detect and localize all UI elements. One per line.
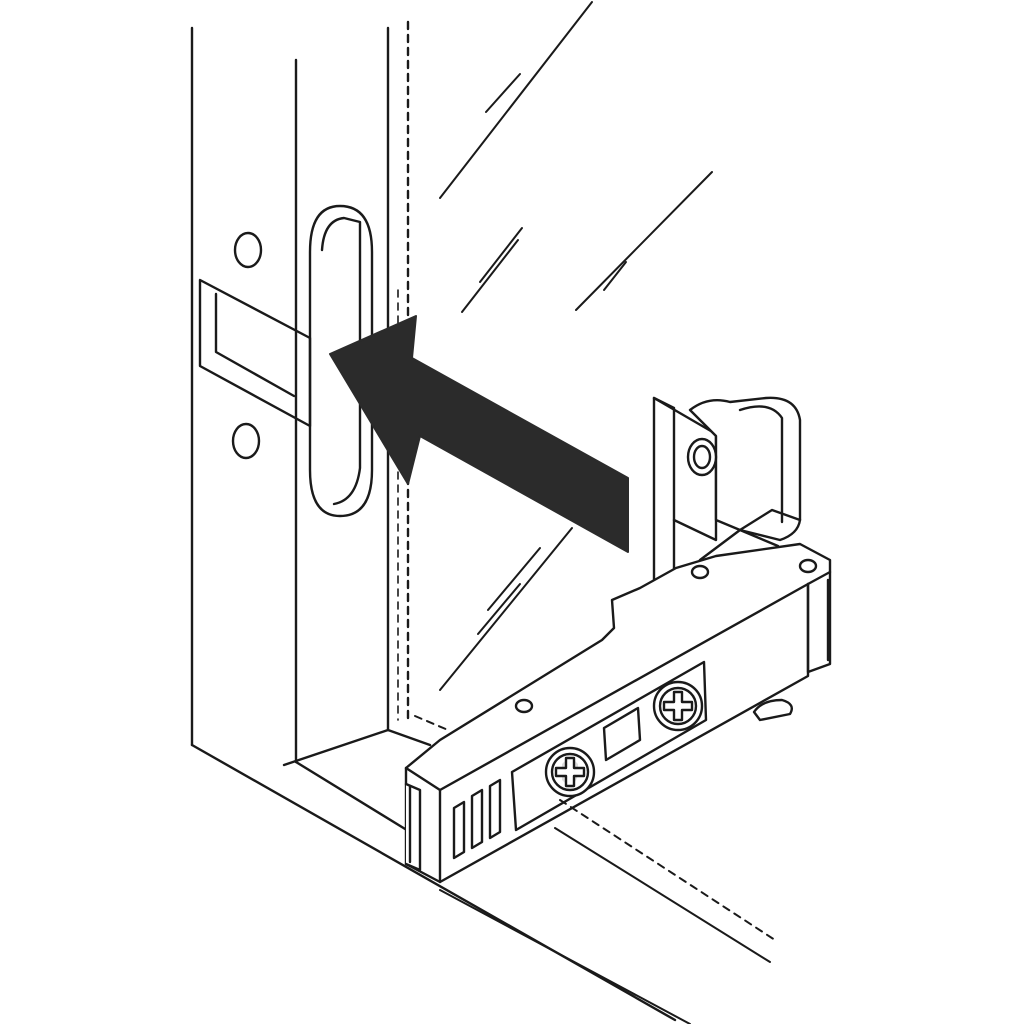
vent-slot-2 [470, 788, 484, 850]
rivet [798, 558, 818, 574]
hinge-slot [308, 204, 374, 518]
adjustment-screw-1 [544, 746, 596, 798]
screw-hole-upper [233, 231, 263, 269]
hinge-arm [404, 542, 832, 884]
rivet [690, 564, 710, 580]
rivet [514, 698, 534, 714]
hinge-cup [652, 396, 802, 592]
vent-slot-3 [488, 778, 502, 840]
adjustment-window [602, 706, 642, 762]
glass-door [414, 1, 776, 1024]
cabinet-frame [190, 20, 677, 1022]
vent-slot-1 [452, 800, 466, 860]
adjustment-panel [510, 660, 708, 832]
cup-screw-hole [686, 437, 718, 477]
adjustment-screw-2 [652, 680, 704, 732]
screw-hole-lower [231, 422, 261, 460]
insert-arrow [329, 315, 629, 553]
